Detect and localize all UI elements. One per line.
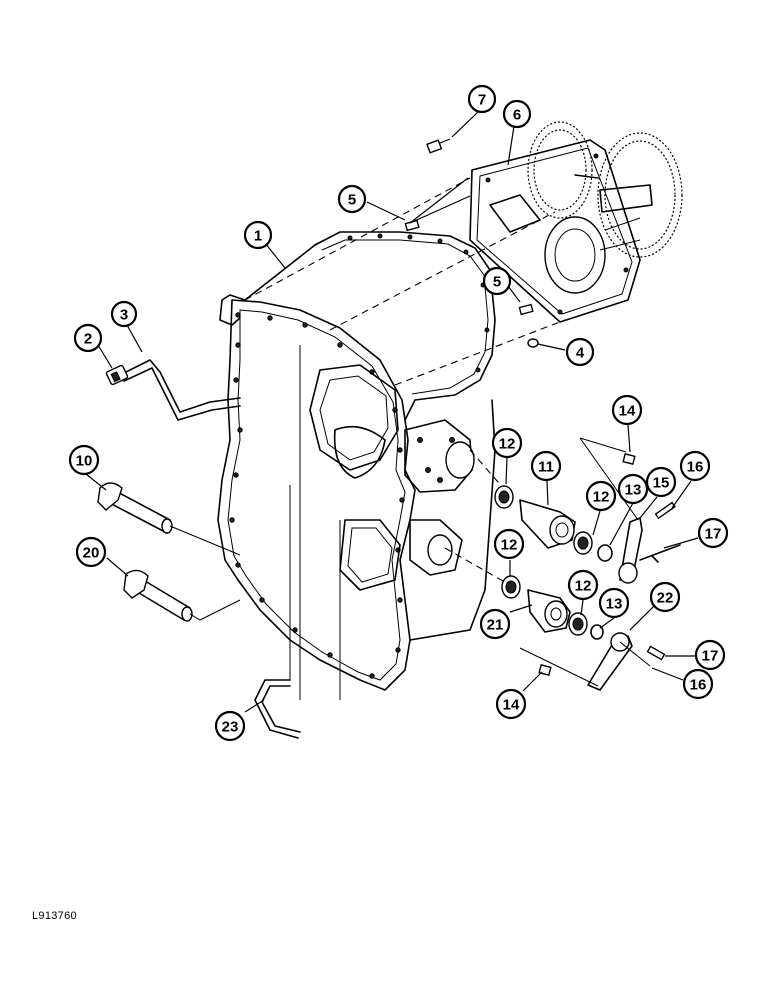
callout-12-b: 12 <box>585 480 617 512</box>
alignment-lines <box>244 177 566 700</box>
svg-text:14: 14 <box>619 403 636 420</box>
svg-text:12: 12 <box>499 436 516 453</box>
callout-14-lower: 14 <box>495 688 527 720</box>
callout-20: 20 <box>75 536 107 568</box>
svg-text:3: 3 <box>120 307 128 324</box>
selector-shaft-lower <box>123 569 241 622</box>
callout-23: 23 <box>214 710 246 742</box>
callout-16-upper: 16 <box>679 450 711 482</box>
svg-text:5: 5 <box>348 192 356 209</box>
svg-text:16: 16 <box>687 459 704 476</box>
svg-text:12: 12 <box>593 489 610 506</box>
drawing-number: L913760 <box>32 910 77 922</box>
leader-lines <box>85 111 699 713</box>
breather-tube <box>254 679 301 739</box>
callout-21: 21 <box>479 608 511 640</box>
callout-12-d: 12 <box>567 569 599 601</box>
gear-assembly <box>527 121 683 258</box>
svg-text:11: 11 <box>538 459 554 476</box>
callout-7: 7 <box>467 84 497 114</box>
callout-5-lower: 5 <box>482 266 512 296</box>
svg-text:1: 1 <box>254 228 262 245</box>
callout-12-c: 12 <box>493 528 525 560</box>
flange-bolt-holes <box>229 233 490 679</box>
upper-shaft-assembly <box>494 437 681 584</box>
svg-text:16: 16 <box>690 677 707 694</box>
callout-10: 10 <box>68 444 100 476</box>
svg-text:17: 17 <box>705 526 722 543</box>
selector-shaft-upper <box>97 482 241 556</box>
svg-text:13: 13 <box>625 482 642 499</box>
svg-text:21: 21 <box>487 617 504 634</box>
svg-text:12: 12 <box>575 578 592 595</box>
callout-12-a: 12 <box>491 427 523 459</box>
callout-17-upper: 17 <box>697 517 729 549</box>
svg-text:22: 22 <box>657 590 674 607</box>
svg-text:23: 23 <box>222 719 239 736</box>
callout-1: 1 <box>243 220 273 250</box>
callout-22: 22 <box>649 581 681 613</box>
cover-plate <box>469 139 641 323</box>
callout-15: 15 <box>645 466 677 498</box>
svg-text:6: 6 <box>513 107 521 124</box>
transmission-housing <box>217 231 496 691</box>
svg-text:7: 7 <box>478 92 486 109</box>
svg-text:13: 13 <box>606 596 623 613</box>
callout-4: 4 <box>565 337 595 367</box>
svg-text:4: 4 <box>576 345 585 362</box>
hydraulic-tube <box>105 359 241 421</box>
callout-11: 11 <box>530 450 562 482</box>
callout-16-lower: 16 <box>682 668 714 700</box>
svg-text:20: 20 <box>83 545 100 562</box>
svg-text:5: 5 <box>493 274 501 291</box>
svg-text:14: 14 <box>503 697 520 714</box>
callout-17-lower: 17 <box>694 639 726 671</box>
svg-text:15: 15 <box>653 475 670 492</box>
svg-text:12: 12 <box>501 537 518 554</box>
callout-3: 3 <box>110 300 138 328</box>
svg-text:10: 10 <box>76 453 93 470</box>
callout-5-upper: 5 <box>337 184 367 214</box>
callout-6: 6 <box>502 99 532 129</box>
callout-14-upper: 14 <box>611 394 643 426</box>
lower-shaft-assembly <box>501 575 666 691</box>
svg-text:17: 17 <box>702 648 719 665</box>
callout-2: 2 <box>73 323 103 353</box>
svg-text:2: 2 <box>84 331 92 348</box>
callout-13-b: 13 <box>598 587 630 619</box>
dowel-pins <box>404 138 539 348</box>
callout-13-a: 13 <box>617 473 649 505</box>
